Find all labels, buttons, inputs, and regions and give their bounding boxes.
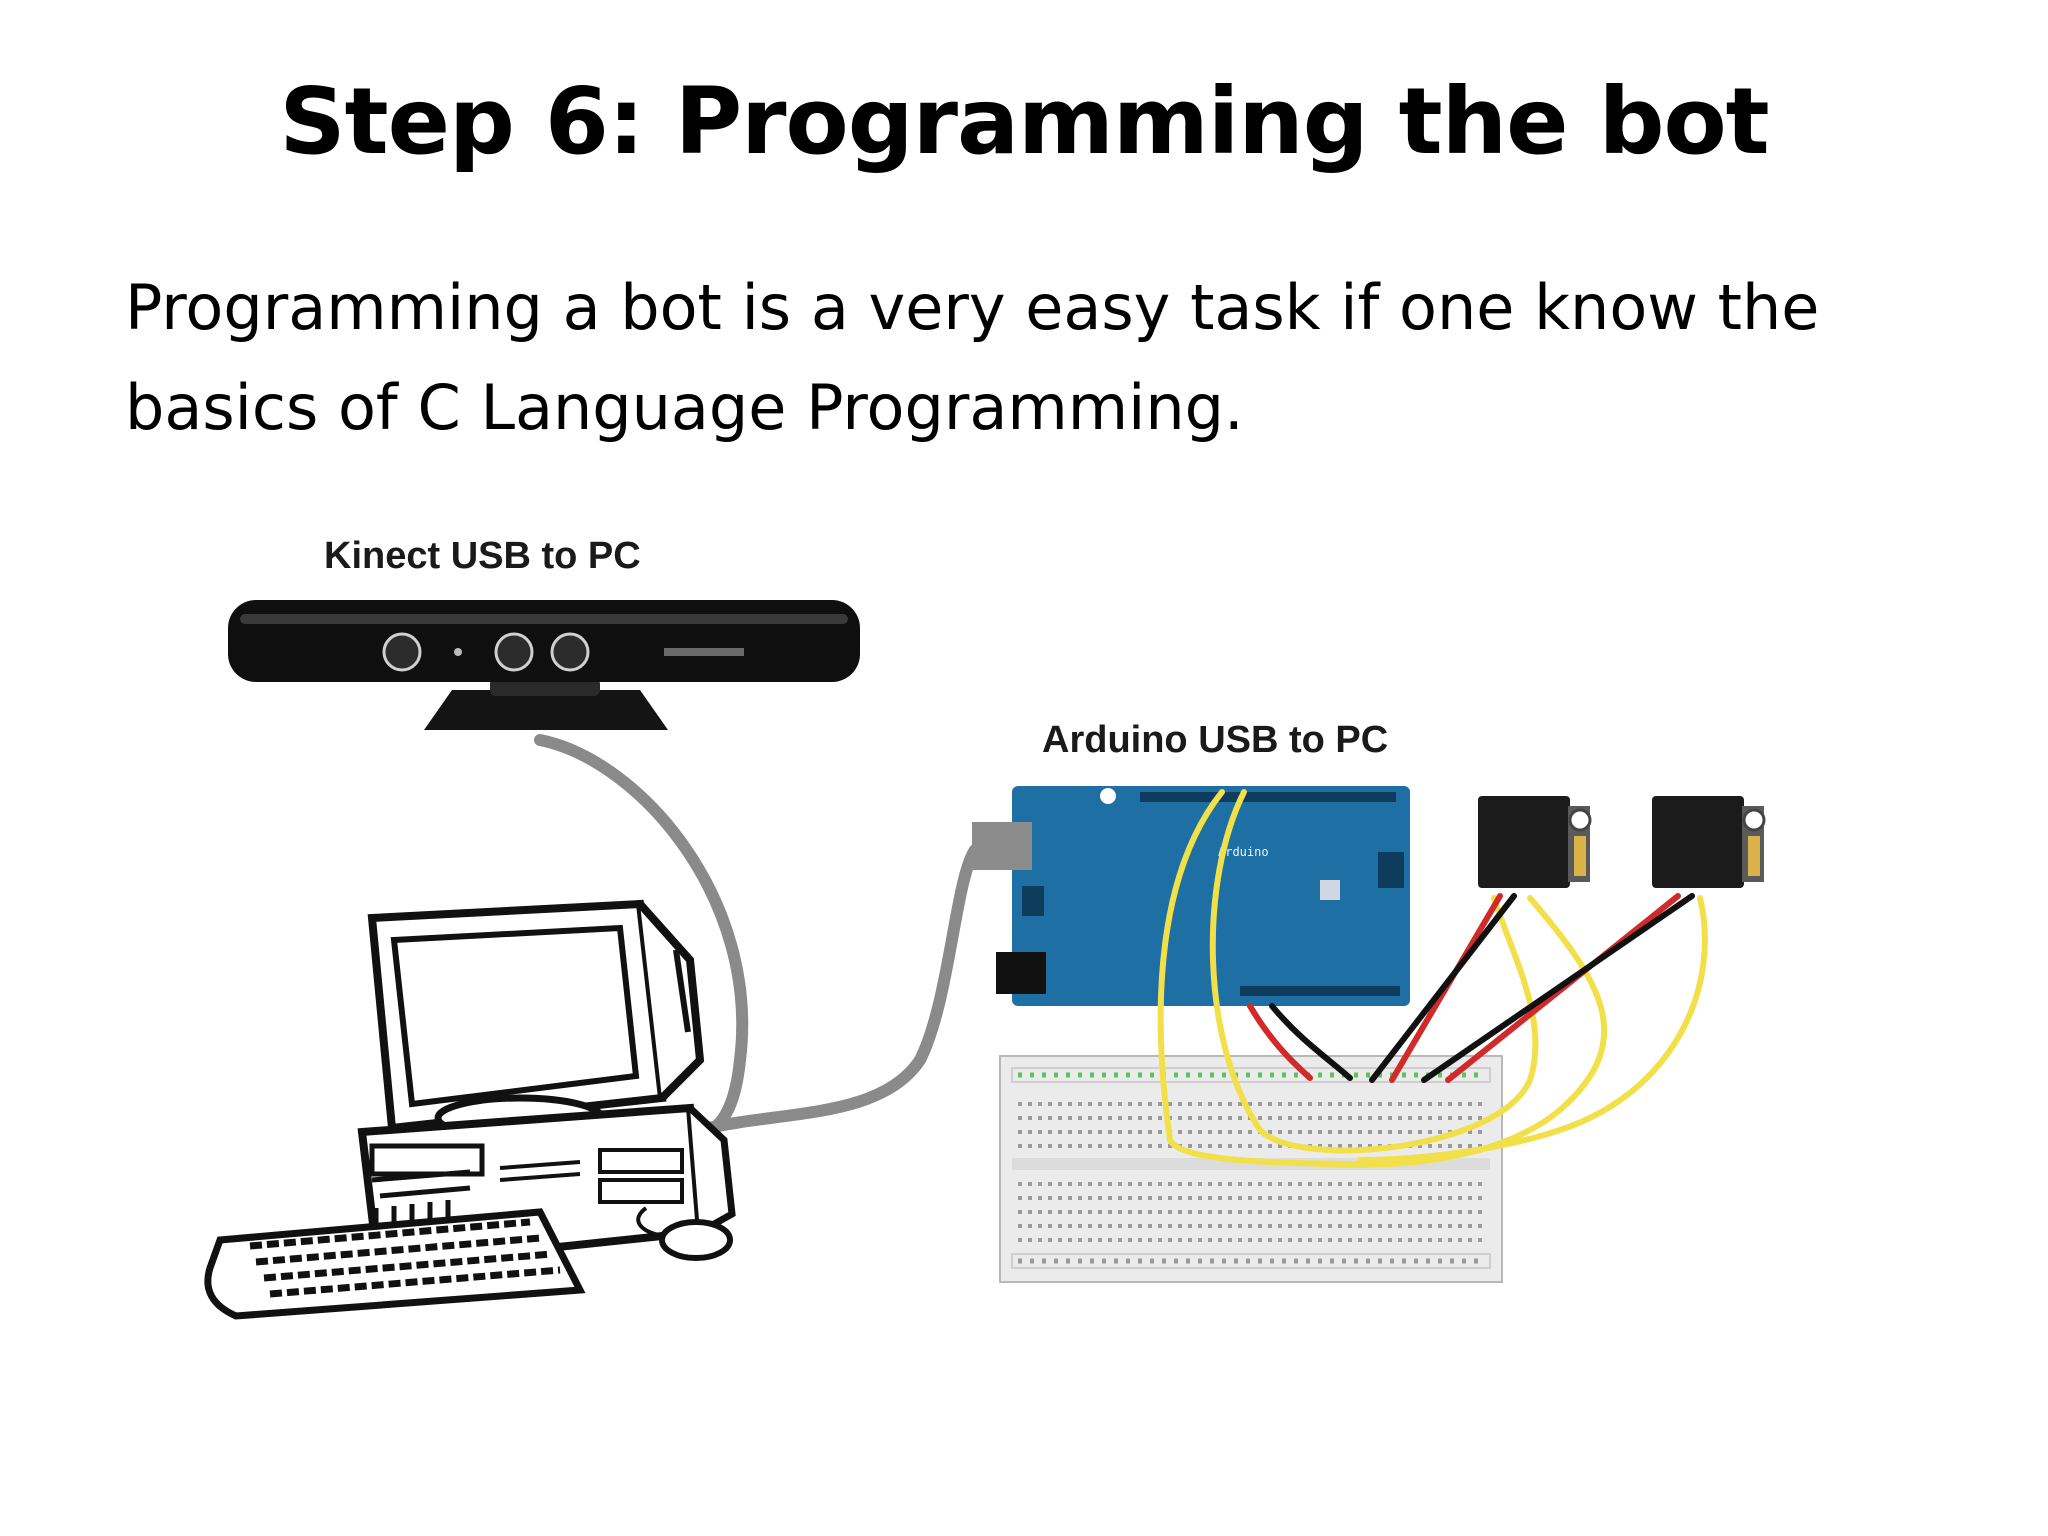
arduino-board-text: Arduino [1218, 845, 1269, 859]
body-line-1: Programming a bot is a very easy task if… [125, 271, 1820, 344]
jumper-wires [1157, 789, 1708, 1168]
kinect-label: Kinect USB to PC [324, 535, 641, 577]
servo-motor-2-illustration [1652, 796, 1766, 888]
arduino-board-illustration: Arduino [972, 786, 1410, 1006]
pc-computer-illustration [204, 899, 736, 1320]
slide-body: Programming a bot is a very easy task if… [125, 258, 1945, 458]
kinect-sensor-illustration [228, 600, 860, 730]
slide-title: Step 6: Programming the bot [279, 68, 1769, 175]
kinect-usb-cable [534, 734, 749, 1141]
servo-motor-1-illustration [1478, 796, 1592, 888]
arduino-usb-cable [694, 844, 981, 1136]
breadboard-illustration [999, 1055, 1503, 1283]
arduino-label: Arduino USB to PC [1042, 719, 1388, 761]
body-line-2: basics of C Language Programming. [125, 371, 1244, 444]
